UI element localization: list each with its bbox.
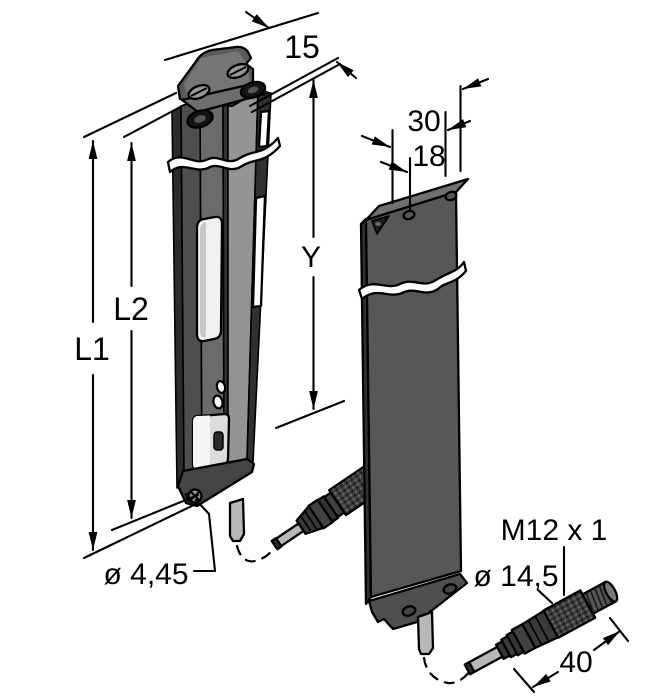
led-indicators bbox=[212, 379, 227, 410]
break-line-left bbox=[166, 136, 282, 174]
dim-width-18: 18 bbox=[379, 110, 472, 211]
dim-connector-length-40: 40 bbox=[512, 616, 630, 694]
break-line-right bbox=[357, 260, 468, 301]
dim-sensing-y: Y bbox=[250, 62, 346, 430]
right-sensor bbox=[357, 177, 470, 656]
left-cable-dash bbox=[235, 544, 274, 563]
dim-label-15: 15 bbox=[284, 29, 320, 65]
dim-label-445: ø 4,45 bbox=[103, 558, 188, 591]
bracket-screw-socket-2 bbox=[239, 80, 267, 100]
dim-label-40: 40 bbox=[559, 646, 592, 679]
left-sensor bbox=[166, 45, 282, 543]
dim-label-l2: L2 bbox=[113, 291, 149, 327]
right-cable-dash bbox=[422, 656, 473, 685]
dimension-annotations: 15 Y L1 L2 30 bbox=[74, 10, 630, 694]
dim-label-30: 30 bbox=[407, 105, 440, 138]
bracket-screw-socket-1 bbox=[186, 109, 214, 129]
dim-label-m12: M12 x 1 bbox=[501, 514, 608, 547]
left-bottom-cap bbox=[176, 457, 256, 508]
lens-window bbox=[195, 215, 224, 343]
display-panel bbox=[191, 412, 231, 471]
top-hole-2 bbox=[444, 190, 458, 202]
display-slot bbox=[213, 431, 224, 451]
left-pigtail bbox=[228, 497, 246, 543]
side-window-upper bbox=[257, 109, 271, 149]
dim-length-l1: L1 bbox=[74, 91, 200, 560]
dim-label-18: 18 bbox=[412, 140, 445, 173]
dim-label-145: ø 14,5 bbox=[473, 560, 558, 593]
top-corner-wedge bbox=[371, 215, 390, 235]
right-bottom-cap bbox=[367, 572, 469, 631]
mounting-bracket bbox=[176, 45, 270, 129]
dim-label-l1: L1 bbox=[74, 331, 110, 367]
bracket-screw-slotted-2 bbox=[226, 62, 250, 80]
thread bbox=[581, 580, 619, 615]
right-sensor-face bbox=[364, 190, 463, 599]
m12-connector bbox=[463, 580, 619, 676]
side-window-lower bbox=[251, 194, 267, 309]
top-hole-1 bbox=[402, 209, 416, 221]
dim-length-l2: L2 bbox=[110, 103, 200, 532]
dim-connector-diameter: ø 14,5 bbox=[473, 560, 559, 605]
bracket-screw-slotted-1 bbox=[187, 83, 211, 101]
dim-thread-m12: M12 x 1 bbox=[501, 514, 608, 597]
dim-label-y: Y bbox=[301, 241, 321, 274]
dim-depth-15: 15 bbox=[163, 10, 358, 108]
right-pigtail bbox=[416, 610, 435, 656]
dim-mounting-hole: ø 4,45 bbox=[103, 498, 217, 591]
